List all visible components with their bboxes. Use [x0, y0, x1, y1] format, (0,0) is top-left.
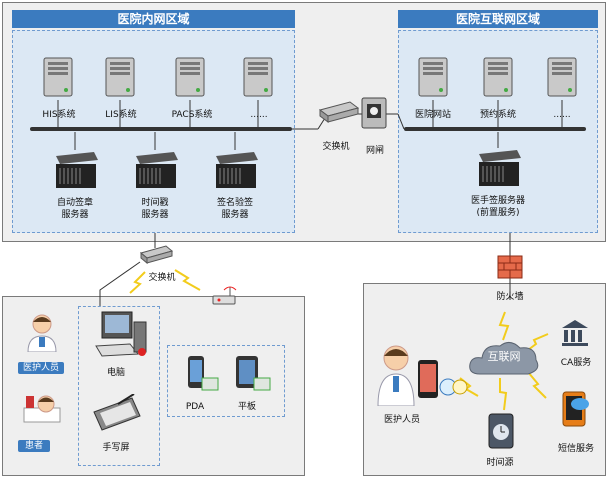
firewall-icon	[497, 255, 523, 279]
internet-zone-title: 医院互联网区域	[398, 10, 598, 28]
internet-bus	[404, 127, 586, 131]
doctor-avatar-icon	[27, 314, 57, 352]
wifi-router-icon	[212, 286, 237, 305]
role-badge-patient: 患者	[18, 440, 50, 452]
firewall-label: 防火墙	[496, 292, 524, 302]
server-timestamp-label-1: 时间戳	[141, 198, 169, 208]
system-label-website: 医院网站	[414, 110, 451, 120]
doctor-avatar-icon-internet	[377, 345, 415, 406]
chat-bubbles-icon	[439, 378, 468, 396]
lower-switch-label: 交换机	[148, 273, 176, 283]
rack-server-icon-seal	[56, 152, 98, 188]
server-verify-label-1: 签名验签	[216, 198, 253, 208]
switch-icon	[318, 101, 360, 123]
system-label-his: HIS系统	[42, 110, 76, 120]
server-seal-label-2: 服务器	[61, 210, 89, 220]
intranet-title: 医院内网区域	[12, 10, 295, 28]
time-source-label: 时间源	[486, 458, 514, 468]
device-label-writing-pad: 手写屏	[102, 443, 130, 453]
device-label-pc: 电脑	[106, 368, 125, 378]
rack-server-icon-signing	[479, 150, 521, 186]
switch-icon-lower	[139, 245, 174, 265]
smartphone-icon	[418, 360, 438, 398]
sms-service-label: 短信服务	[557, 444, 594, 454]
system-label-booking: 预约系统	[479, 110, 516, 120]
server-tower-icon-other	[243, 57, 273, 97]
system-label-lis: LIS系统	[105, 110, 137, 120]
internet-cloud-icon	[469, 342, 539, 375]
gateway-label: 网闸	[365, 146, 384, 156]
internet-cloud-label: 互联网	[487, 350, 521, 363]
gateway-icon	[361, 97, 387, 129]
signing-server-label-1: 医手签服务器	[470, 196, 525, 206]
internet-staff-label: 医护人员	[383, 415, 420, 425]
signing-server-label-2: (前置服务)	[476, 208, 520, 218]
server-verify-label-2: 服务器	[221, 210, 249, 220]
server-tower-icon-website	[418, 57, 448, 97]
system-label-etc: ......	[250, 110, 268, 120]
role-badge-staff: 医护人员	[18, 362, 64, 374]
server-tower-icon-lis	[105, 57, 135, 97]
system-label-internet-etc: ......	[553, 110, 571, 120]
server-tower-icon-pacs	[175, 57, 205, 97]
tablet-pen-icon	[93, 394, 141, 431]
time-source-icon	[488, 413, 514, 449]
device-label-pda: PDA	[185, 402, 205, 412]
rack-server-icon-verify	[216, 152, 258, 188]
pda-icon	[188, 356, 219, 391]
server-tower-icon-booking	[483, 57, 513, 97]
rack-server-icon-timestamp	[136, 152, 178, 188]
server-timestamp-label-2: 服务器	[141, 210, 169, 220]
middle-switch-label: 交换机	[322, 142, 350, 152]
ca-service-label: CA服务	[560, 358, 592, 368]
patient-avatar-icon	[23, 395, 61, 423]
sms-phone-icon	[562, 391, 589, 427]
mobile-area	[167, 345, 285, 417]
server-tower-icon-internet-other	[547, 57, 577, 97]
computer-icon	[95, 311, 147, 357]
system-label-pacs: PACS系统	[171, 110, 213, 120]
intranet-bus	[30, 127, 292, 131]
server-seal-label-1: 自动签章	[56, 198, 93, 208]
bank-building-icon	[562, 320, 588, 346]
server-tower-icon-his	[43, 57, 73, 97]
pc-area	[78, 306, 160, 466]
lower-left-panel	[2, 296, 305, 476]
tablet-icon	[236, 356, 271, 391]
device-label-tablet: 平板	[237, 402, 256, 412]
